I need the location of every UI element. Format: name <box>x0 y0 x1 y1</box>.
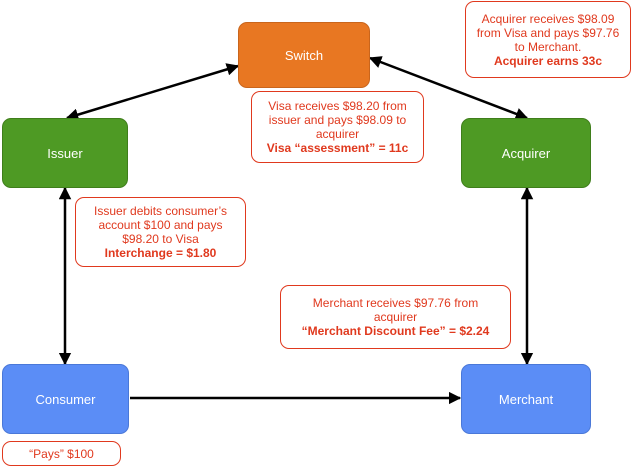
note-highlight: “Merchant Discount Fee” = $2.24 <box>301 324 490 338</box>
note-line: “Pays” $100 <box>29 446 94 461</box>
issuer-label: Issuer <box>47 145 83 161</box>
note-line: $98.20 to Visa <box>122 232 199 246</box>
visa-assessment-note: Visa receives $98.20 from issuer and pay… <box>251 91 424 163</box>
note-line: account $100 and pays <box>98 218 223 232</box>
merchant-discount-note: Merchant receives $97.76 from acquirer “… <box>280 285 511 349</box>
note-line: Visa receives $98.20 from <box>268 99 407 113</box>
merchant-node: Merchant <box>461 364 591 434</box>
consumer-label: Consumer <box>35 391 96 407</box>
acquirer-label: Acquirer <box>501 145 551 161</box>
note-highlight: Visa “assessment” = 11c <box>266 141 409 155</box>
consumer-node: Consumer <box>2 364 129 434</box>
note-highlight: Interchange = $1.80 <box>104 246 217 260</box>
note-line: Merchant receives $97.76 from <box>312 296 479 310</box>
acquirer-node: Acquirer <box>461 118 591 188</box>
note-line: acquirer <box>373 310 418 324</box>
note-highlight: Acquirer earns 33c <box>493 53 603 68</box>
arrow-switch-acquirer <box>368 56 529 120</box>
acquirer-earnings-note: Acquirer receives $98.09 from Visa and p… <box>465 1 631 78</box>
switch-node: Switch <box>238 22 370 88</box>
consumer-pays-note: “Pays” $100 <box>2 441 121 466</box>
note-line: Issuer debits consumer’s <box>94 204 227 218</box>
switch-label: Switch <box>284 47 324 63</box>
arrow-switch-issuer <box>65 63 240 121</box>
note-line: issuer and pays $98.09 to <box>268 113 407 127</box>
note-line: Acquirer receives $98.09 <box>481 11 615 26</box>
interchange-note: Issuer debits consumer’s account $100 an… <box>75 197 246 267</box>
note-line: acquirer <box>315 127 360 141</box>
note-line: from Visa and pays $97.76 <box>476 25 620 40</box>
issuer-node: Issuer <box>2 118 128 188</box>
note-line: to Merchant. <box>514 39 582 54</box>
merchant-label: Merchant <box>498 391 554 407</box>
